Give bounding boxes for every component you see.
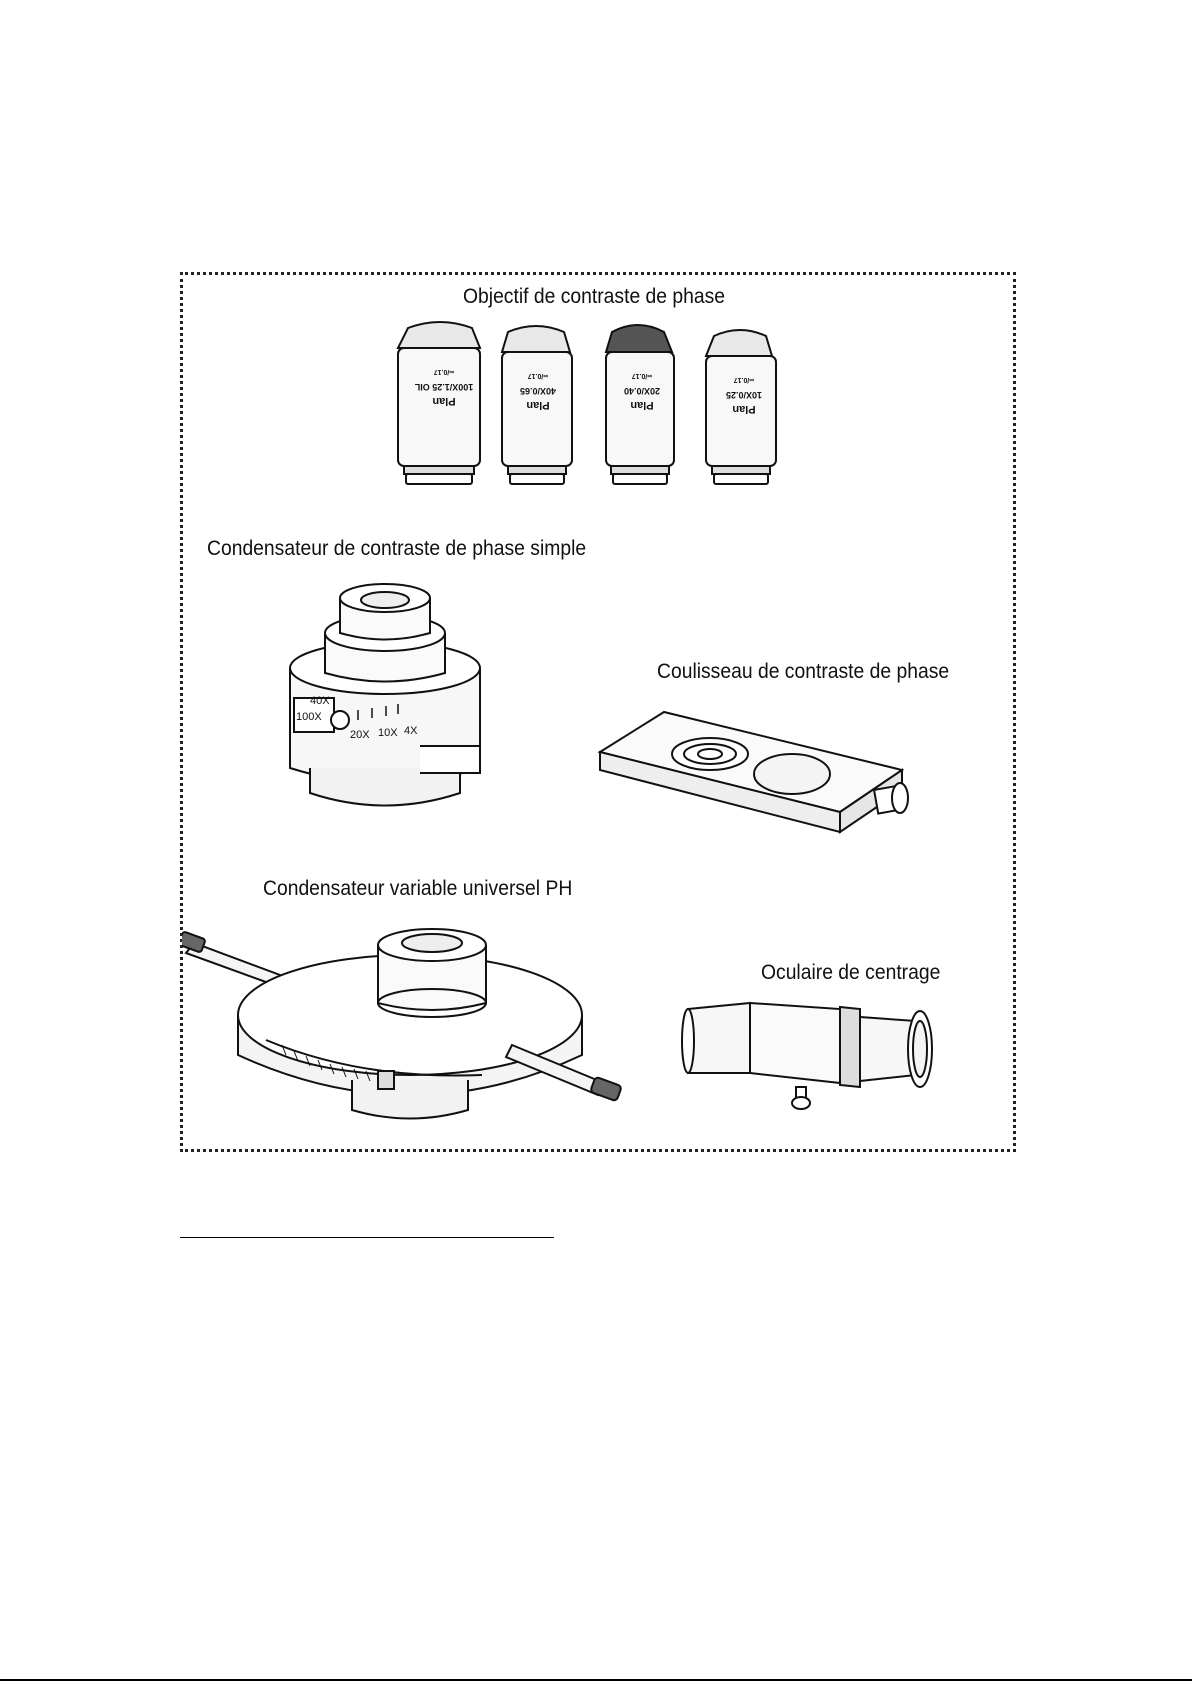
simple-condenser-illustration: 100X 40X 20X 10X 4X [280, 578, 500, 818]
objective-20x-spec: 20X/0.40 [624, 386, 660, 396]
objective-10x-tube: ∞/0.17 [734, 376, 755, 383]
objective-40x-tube: ∞/0.17 [528, 372, 549, 379]
scale-label-4x: 4X [404, 725, 418, 737]
objective-100x-plan: Plan [432, 395, 456, 407]
scale-label-20x: 20X [350, 729, 370, 741]
objective-10x-spec: 10X/0.25 [726, 390, 762, 400]
objectives-illustration: Plan 100X/1.25 OIL ∞/0.17 Plan 40X/0.65 … [380, 318, 820, 488]
objective-10x-plan: Plan [732, 403, 756, 415]
scale-label-10x: 10X [378, 727, 398, 739]
objective-20x-tube: ∞/0.17 [632, 372, 653, 379]
phase-slider-illustration [596, 700, 936, 850]
objectives-title: Objectif de contraste de phase [463, 285, 725, 309]
centering-eyepiece-illustration [680, 995, 950, 1130]
scale-label-100x: 100X [296, 711, 322, 723]
footnote-separator [180, 1237, 554, 1238]
objective-40x-plan: Plan [526, 399, 550, 411]
scale-label-40x: 40X [310, 695, 330, 707]
slider-title: Coulisseau de contraste de phase [657, 660, 949, 684]
objective-100x-tube: ∞/0.17 [434, 368, 455, 375]
centering-eyepiece-title: Oculaire de centrage [761, 961, 940, 985]
page-bottom-rule [0, 1679, 1192, 1681]
objective-40x-spec: 40X/0.65 [520, 386, 556, 396]
objective-100x-spec: 100X/1.25 OIL [414, 382, 473, 392]
simple-condenser-title: Condensateur de contraste de phase simpl… [207, 537, 586, 561]
universal-condenser-title: Condensateur variable universel PH [263, 877, 572, 901]
universal-condenser-illustration [182, 905, 652, 1135]
objective-20x-plan: Plan [630, 399, 654, 411]
